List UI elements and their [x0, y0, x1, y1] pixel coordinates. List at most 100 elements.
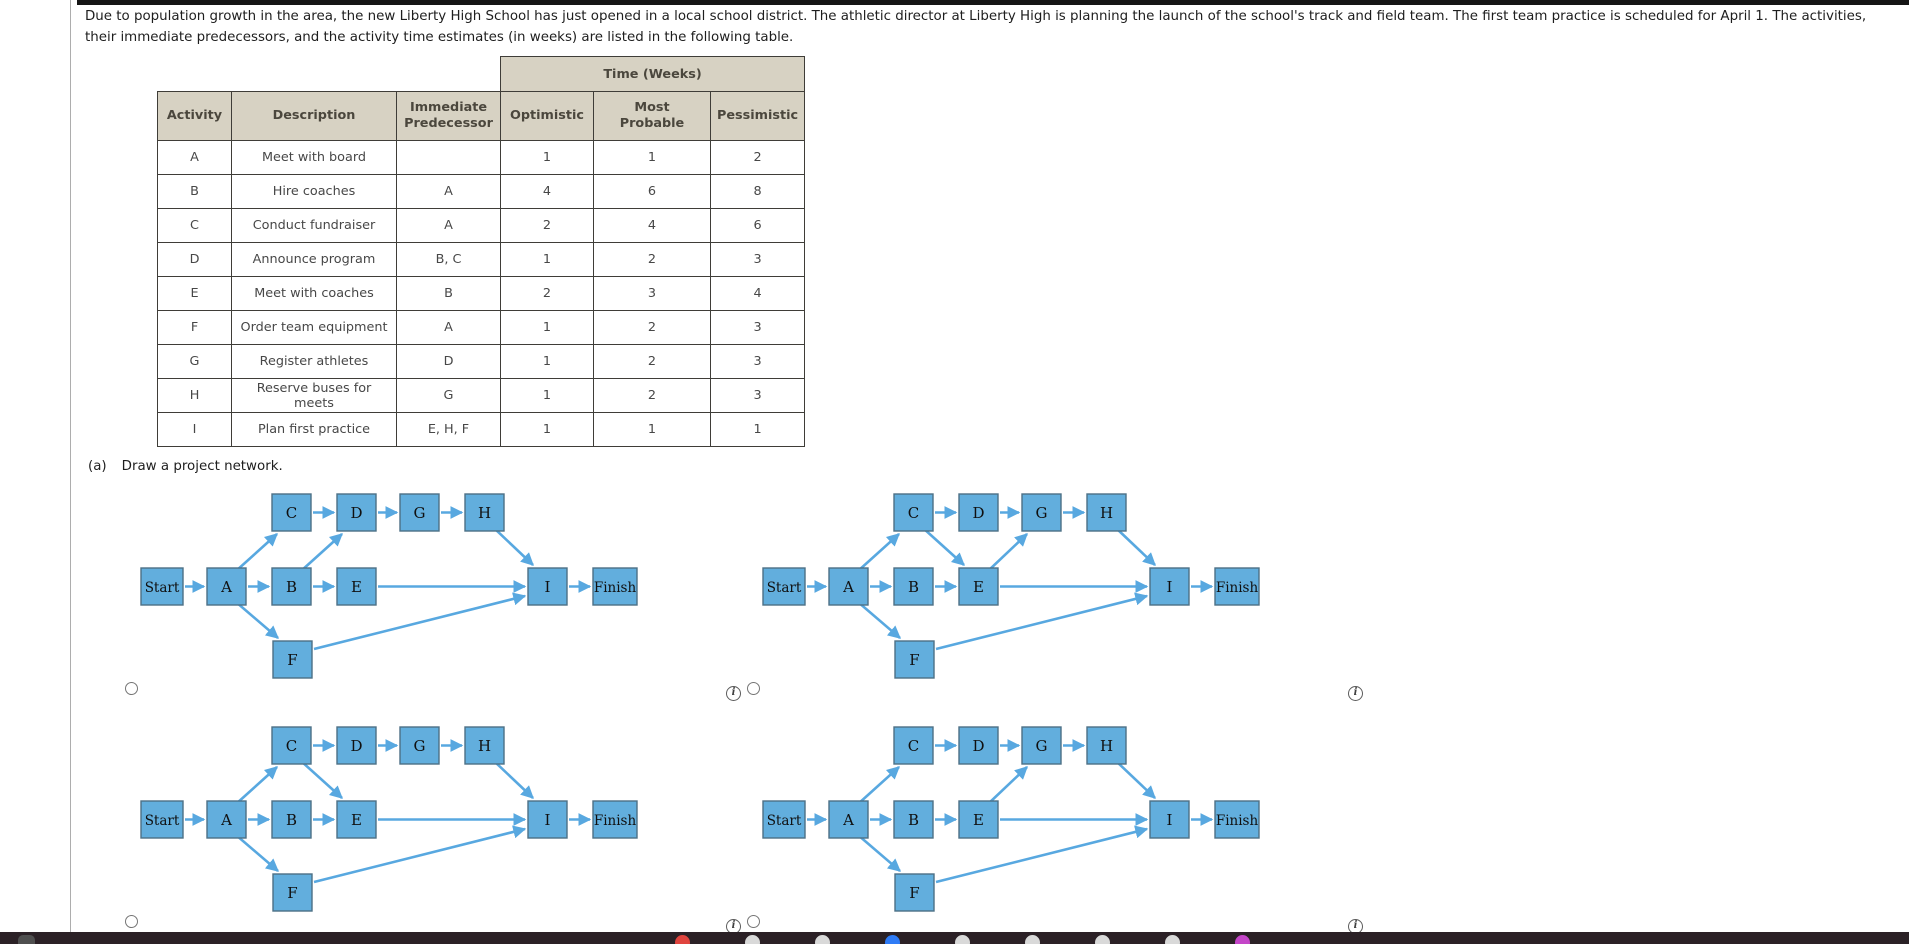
node-label-G: G	[1036, 504, 1048, 522]
part-a-text: Draw a project network.	[121, 459, 283, 474]
edge-H-I	[493, 527, 534, 566]
node-box-G	[1021, 726, 1062, 765]
dock-icon[interactable]	[1025, 935, 1040, 944]
node-label-Finish: Finish	[594, 580, 637, 596]
info-icon[interactable]: i	[1348, 686, 1363, 701]
table-cell: H	[157, 378, 232, 413]
node-box-I	[1149, 567, 1190, 606]
node-box-A	[828, 800, 869, 839]
dock-icon[interactable]	[1095, 935, 1110, 944]
option-1-radio[interactable]	[125, 682, 138, 695]
node-box-F	[272, 640, 313, 679]
dock-icon[interactable]	[885, 935, 900, 944]
info-icon[interactable]: i	[726, 686, 741, 701]
table-cell: D	[157, 242, 232, 277]
edge-C-E	[300, 760, 343, 799]
node-box-G	[399, 726, 440, 765]
node-box-I	[527, 567, 568, 606]
node-label-C: C	[908, 737, 919, 755]
node-box-B	[271, 800, 312, 839]
table-cell: Announce program	[231, 242, 397, 277]
table-cell: Plan first practice	[231, 412, 397, 447]
table-cell	[396, 140, 501, 175]
dock-icon[interactable]	[1235, 935, 1250, 944]
node-box-F	[272, 873, 313, 912]
node-label-I: I	[1167, 578, 1173, 596]
node-box-C	[893, 493, 934, 532]
edge-A-C	[857, 766, 900, 805]
dock-icon[interactable]	[1165, 935, 1180, 944]
column-header: Pessimistic	[709, 91, 806, 141]
node-label-H: H	[478, 737, 491, 755]
node-label-Finish: Finish	[594, 813, 637, 829]
table-cell: 1	[500, 344, 594, 379]
table-cell: G	[396, 378, 501, 413]
node-box-D	[958, 726, 999, 765]
node-label-H: H	[1100, 504, 1113, 522]
edge-H-I	[1115, 760, 1156, 799]
node-box-Finish	[1214, 800, 1260, 839]
table-cell: 6	[593, 174, 711, 209]
node-label-G: G	[1036, 737, 1048, 755]
node-label-E: E	[351, 578, 362, 596]
node-box-D	[336, 493, 377, 532]
node-box-Finish	[1214, 567, 1260, 606]
node-label-I: I	[1167, 811, 1173, 829]
node-box-E	[336, 800, 377, 839]
table-cell: Hire coaches	[231, 174, 397, 209]
option-2-radio[interactable]	[747, 682, 760, 695]
option-3-radio[interactable]	[125, 915, 138, 928]
table-cell: I	[157, 412, 232, 447]
edge-E-G	[987, 766, 1028, 805]
node-label-C: C	[286, 737, 297, 755]
edge-A-C	[857, 533, 900, 572]
table-cell: 2	[593, 242, 711, 277]
table-cell: Order team equipment	[231, 310, 397, 345]
node-label-E: E	[351, 811, 362, 829]
node-box-B	[271, 567, 312, 606]
table-cell: Meet with board	[231, 140, 397, 175]
table-cell: 2	[593, 310, 711, 345]
node-label-A: A	[220, 811, 232, 829]
node-box-G	[399, 493, 440, 532]
dock-app-icon[interactable]	[18, 935, 35, 944]
node-box-Start	[762, 800, 806, 839]
table-cell: 6	[709, 208, 806, 243]
table-cell: D	[396, 344, 501, 379]
table-cell: Meet with coaches	[231, 276, 397, 311]
option-4-radio[interactable]	[747, 915, 760, 928]
table-cell: B	[396, 276, 501, 311]
node-box-H	[464, 726, 505, 765]
dock-icon[interactable]	[675, 935, 690, 944]
node-label-D: D	[972, 504, 984, 522]
table-cell: F	[157, 310, 232, 345]
dock-icon[interactable]	[815, 935, 830, 944]
node-label-I: I	[545, 578, 551, 596]
edge-A-F	[235, 834, 279, 872]
table-cell: 2	[500, 276, 594, 311]
node-label-Finish: Finish	[1216, 813, 1259, 829]
node-label-Finish: Finish	[1216, 580, 1259, 596]
edge-A-F	[235, 601, 279, 639]
node-box-H	[464, 493, 505, 532]
node-box-C	[893, 726, 934, 765]
node-label-F: F	[909, 651, 919, 669]
node-box-A	[206, 567, 247, 606]
table-cell: 1	[500, 310, 594, 345]
browser-top-edge	[77, 0, 1909, 5]
table-cell: G	[157, 344, 232, 379]
table-cell: 4	[709, 276, 806, 311]
node-box-C	[271, 493, 312, 532]
table-cell: 8	[709, 174, 806, 209]
table-cell: 3	[593, 276, 711, 311]
node-label-B: B	[286, 811, 297, 829]
dock-icon[interactable]	[955, 935, 970, 944]
edge-F-I	[935, 592, 1149, 651]
table-spacer	[158, 57, 501, 92]
dock-icon[interactable]	[745, 935, 760, 944]
node-box-A	[828, 567, 869, 606]
